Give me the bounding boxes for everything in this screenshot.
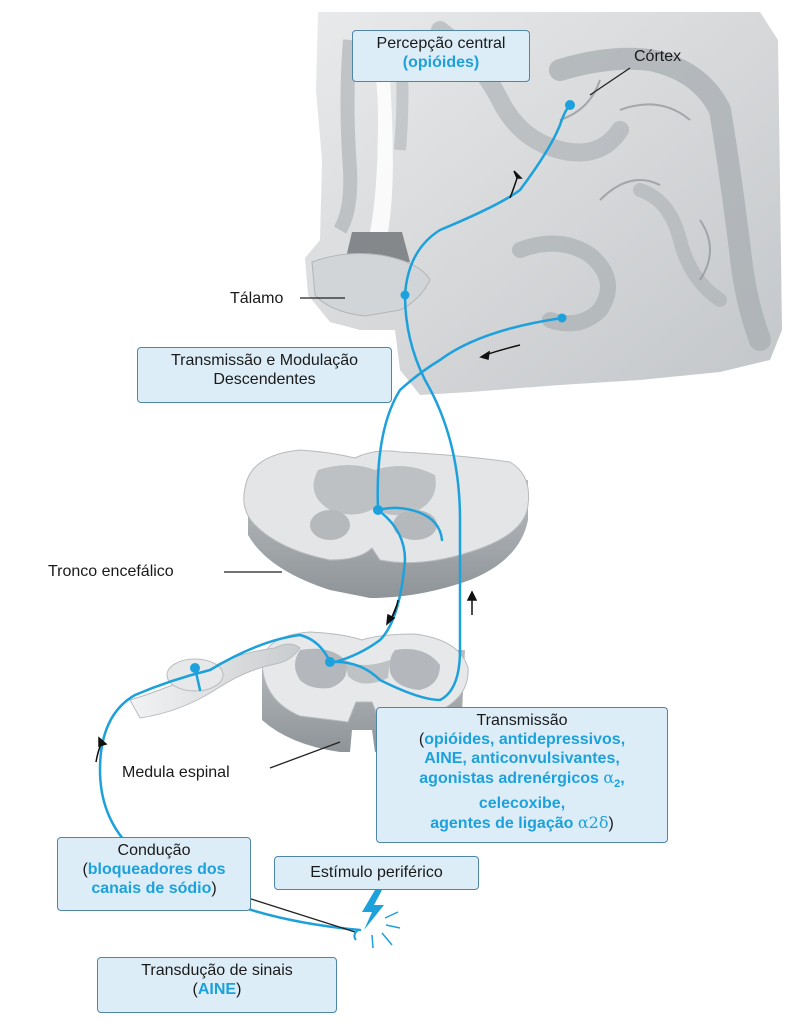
transmission-close-paren: ) — [608, 815, 613, 832]
transduction-title: Transdução de sinais — [104, 961, 330, 980]
conduction-title: Condução — [64, 841, 244, 860]
alpha2-symbol: α — [603, 768, 614, 787]
central-perception-box: Percepção central (opióides) — [352, 30, 530, 82]
brainstem-section — [244, 450, 529, 598]
signal-transduction-box: Transdução de sinais (AINE) — [97, 957, 337, 1013]
cortex-label: Córtex — [634, 47, 681, 66]
transduction-close-paren: ) — [236, 981, 241, 998]
brainstem-synapse — [373, 505, 383, 515]
central-perception-title: Percepção central — [359, 34, 523, 53]
dorsal-horn-synapse — [325, 657, 335, 667]
alpha2delta-symbol: α2δ — [578, 813, 609, 832]
conduction-box: Condução (bloqueadores dos canais de sód… — [57, 837, 251, 911]
central-perception-drugs: (opióides) — [359, 53, 523, 72]
transmission-title: Transmissão — [383, 711, 661, 730]
descending-origin-synapse — [558, 314, 567, 323]
brainstem-label: Tronco encefálico — [48, 562, 174, 581]
transmission-drugs-line4: celecoxibe, — [383, 794, 661, 813]
transmission-drugs-line3: agonistas adrenérgicos — [419, 770, 603, 787]
ganglion-cell-body — [190, 663, 200, 673]
descending-line2: Descendentes — [144, 370, 385, 389]
descending-modulation-box: Transmissão e Modulação Descendentes — [137, 347, 392, 403]
lightning-icon — [354, 890, 400, 948]
thalamus-label: Tálamo — [230, 289, 283, 308]
transmission-drugs-line1: opióides, antidepressivos, — [424, 731, 625, 748]
conduction-drugs-line2: canais de sódio — [91, 880, 211, 897]
cortex-synapse — [565, 100, 575, 110]
thalamus-synapse — [401, 291, 410, 300]
transduction-drug: AINE — [198, 981, 236, 998]
conduction-drugs-line1: bloqueadores dos — [88, 861, 226, 878]
descending-line1: Transmissão e Modulação — [144, 351, 385, 370]
stimulus-title: Estímulo periférico — [281, 863, 472, 882]
transmission-drugs-line2: AINE, anticonvulsivantes, — [383, 749, 661, 768]
conduction-close-paren: ) — [211, 880, 216, 897]
transmission-line3-comma: , — [620, 770, 624, 787]
peripheral-stimulus-box: Estímulo periférico — [274, 856, 479, 890]
transmission-drugs-line5: agentes de ligação — [430, 815, 578, 832]
transmission-box: Transmissão (opióides, antidepressivos, … — [376, 707, 668, 843]
spinal-cord-label: Medula espinal — [122, 763, 230, 782]
